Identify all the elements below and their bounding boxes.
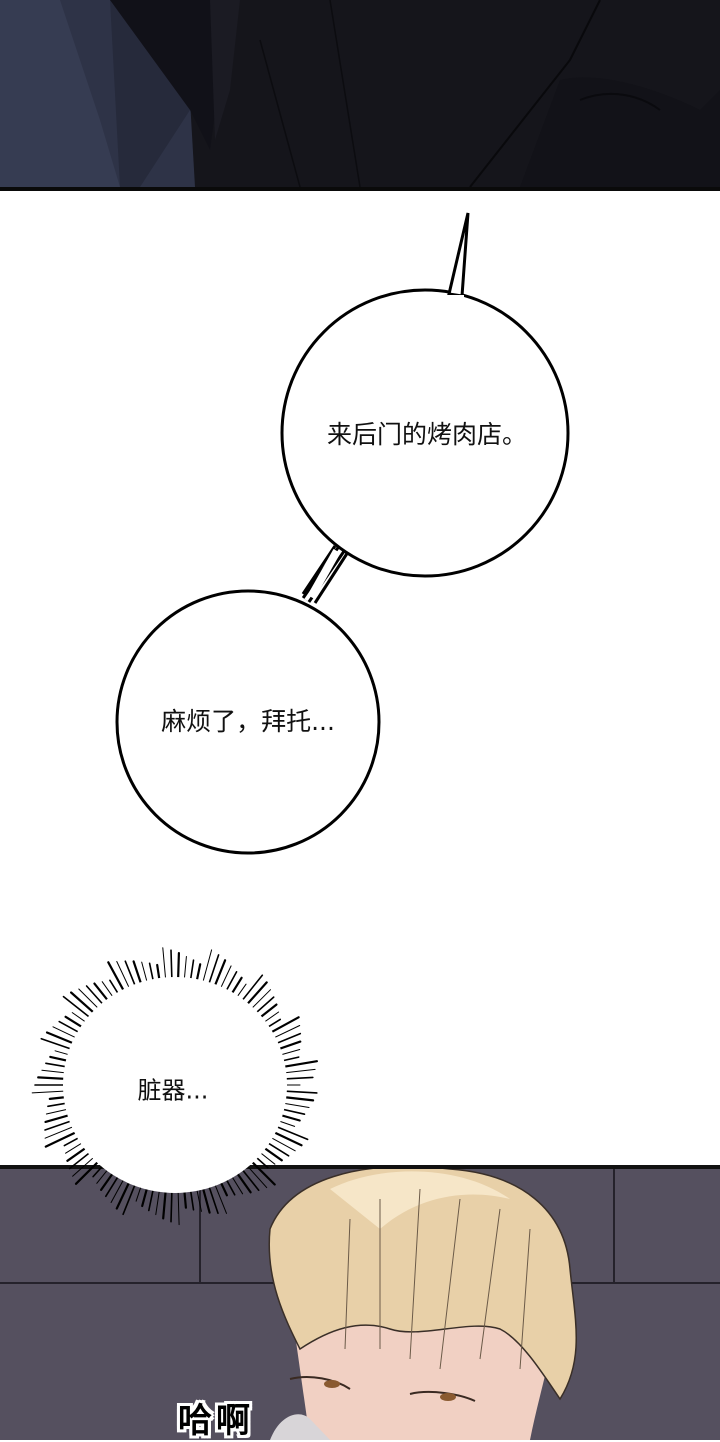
speech-bubble-2 (115, 589, 381, 855)
blond-man-artwork (0, 1169, 720, 1440)
panel-border (0, 1165, 720, 1169)
top-comic-panel (0, 0, 720, 187)
speech-bubbles-layer (115, 212, 570, 855)
speech-bubble-1 (280, 288, 570, 578)
bottom-comic-panel (0, 1169, 720, 1440)
burst-text: 脏器... (137, 1076, 209, 1105)
panel-border (0, 187, 720, 191)
sound-effect-text: 哈啊 (178, 1401, 254, 1441)
bubble-2-text: 麻烦了，拜托... (161, 707, 335, 736)
emphasis-burst (31, 947, 318, 1226)
bubble-1-text: 来后门的烤肉店。 (326, 420, 528, 449)
dark-clothing-artwork (0, 0, 720, 187)
